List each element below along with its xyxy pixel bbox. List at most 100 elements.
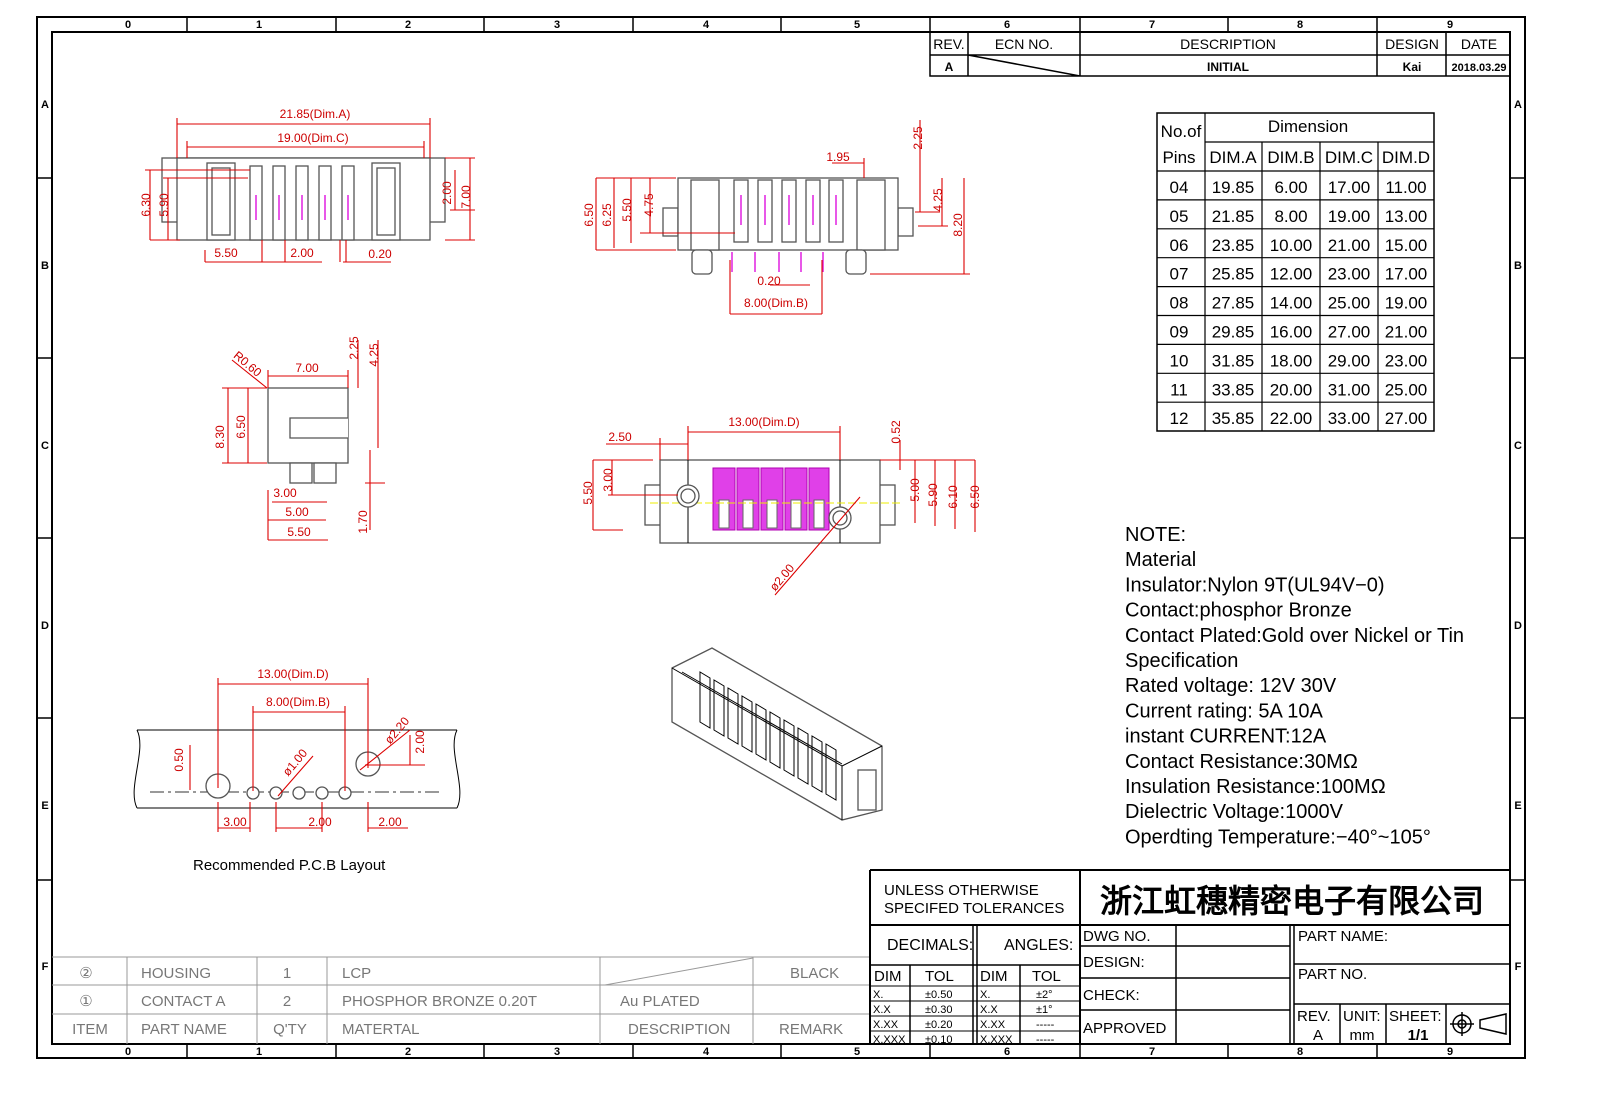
zone-row: E <box>41 800 48 812</box>
note-line: Insulation Resistance:100MΩ <box>1125 776 1386 798</box>
bom-header: ITEM <box>72 1021 108 1038</box>
dim-label: 0.52 <box>889 420 903 444</box>
date-value: 2018.03.29 <box>1451 62 1506 74</box>
dim-cell: 21.00 <box>1385 323 1428 342</box>
bottom-view: 13.00(Dim.D) 2.50 0.52 5.50 3.00 5.00 5.… <box>581 415 982 596</box>
dim-cell: 12.00 <box>1270 265 1313 284</box>
bom-cell: 2 <box>283 993 291 1010</box>
dim-label: 2.00 <box>378 815 402 829</box>
iso-slat <box>783 719 795 777</box>
dim-cell: 19.00 <box>1328 207 1371 226</box>
dim-cell: 10.00 <box>1270 236 1313 255</box>
zone-row: C <box>41 440 49 452</box>
zone-row: A <box>41 99 49 111</box>
ecn-header: ECN NO. <box>995 36 1053 52</box>
col-header: DIM.D <box>1382 148 1430 167</box>
dim-label: 2.25 <box>911 126 925 150</box>
dim-label: 8.00(Dim.B) <box>744 296 808 310</box>
iso-slat <box>755 703 767 761</box>
bom-cell: LCP <box>342 965 371 982</box>
bom-cell: BLACK <box>790 965 839 982</box>
zone-ticks <box>37 17 1525 1058</box>
description-value: INITIAL <box>1207 60 1249 74</box>
rev-value: A <box>945 60 954 74</box>
projection-symbol-icon <box>1450 1012 1507 1036</box>
bom-cell: CONTACT A <box>141 993 225 1010</box>
tol-value: ±0.10 <box>925 1034 952 1046</box>
dim-label: 5.50 <box>214 246 238 260</box>
tol-dim: X.XXX <box>873 1034 906 1046</box>
tol-dim: X. <box>980 989 990 1001</box>
bom-header: DESCRIPTION <box>628 1021 731 1038</box>
dim-cell: 20.00 <box>1270 380 1313 399</box>
pins-cell: 09 <box>1170 323 1189 342</box>
dim-header: DIM <box>980 968 1008 985</box>
zone-col: 2 <box>405 19 411 31</box>
part-no-label: PART NO. <box>1298 966 1367 983</box>
pins-cell: 10 <box>1170 351 1189 370</box>
bom-cell: 1 <box>283 965 291 982</box>
dim-label: 5.90 <box>926 483 940 507</box>
zone-col: 9 <box>1447 1046 1453 1058</box>
rev-value: A <box>1313 1027 1323 1044</box>
zone-col: 2 <box>405 1046 411 1058</box>
tol-value: ±0.30 <box>925 1004 952 1016</box>
dim-cell: 27.00 <box>1385 409 1428 428</box>
dim-cell: 29.85 <box>1212 323 1255 342</box>
dim-cell: 31.85 <box>1212 351 1255 370</box>
dim-cell: 27.00 <box>1328 323 1371 342</box>
zone-col: 9 <box>1447 19 1453 31</box>
pcb-layout-view: 13.00(Dim.D) 8.00(Dim.B) 0.50 ø1.00 ø2.2… <box>133 667 461 874</box>
description-header: DESCRIPTION <box>1180 36 1276 52</box>
pins-header-line1: No.of <box>1161 122 1202 141</box>
dim-label: 5.50 <box>287 525 311 539</box>
zone-row: E <box>1514 800 1521 812</box>
pins-cell: 12 <box>1170 409 1189 428</box>
zone-col: 6 <box>1004 19 1010 31</box>
dim-label: 21.85(Dim.A) <box>280 107 351 121</box>
iso-slat <box>769 711 781 769</box>
dim-label: 13.00(Dim.D) <box>257 667 328 681</box>
dim-label: 13.00(Dim.D) <box>728 415 799 429</box>
sheet-label: SHEET: <box>1389 1008 1442 1025</box>
pins-cell: 05 <box>1170 207 1189 226</box>
zone-col: 3 <box>554 19 560 31</box>
approved-label: APPROVED <box>1083 1020 1167 1037</box>
isometric-view <box>671 647 883 821</box>
dim-label: 6.50 <box>582 203 596 227</box>
iso-slat <box>797 727 809 785</box>
dim-label: 8.30 <box>213 425 227 449</box>
dim-cell: 35.85 <box>1212 409 1255 428</box>
dim-label: 6.50 <box>968 485 982 509</box>
col-header: DIM.B <box>1267 148 1314 167</box>
dim-label: 6.30 <box>139 193 153 217</box>
tol-dim: X.XX <box>980 1019 1006 1031</box>
angles-label: ANGLES: <box>1004 937 1073 954</box>
dim-cell: 33.85 <box>1212 380 1255 399</box>
zone-col: 1 <box>256 1046 262 1058</box>
zone-row: F <box>1515 961 1522 973</box>
title-block: UNLESS OTHERWISE SPECIFED TOLERANCES 浙江虹… <box>869 869 1510 1046</box>
bom-cell: ② <box>79 965 92 982</box>
revision-block: REV. ECN NO. DESCRIPTION DESIGN DATE A I… <box>929 32 1510 77</box>
tol-dim: X.X <box>873 1004 891 1016</box>
dim-cell: 17.00 <box>1385 265 1428 284</box>
dim-cell: 21.00 <box>1328 236 1371 255</box>
iso-slat <box>825 743 837 801</box>
zone-row: F <box>42 961 49 973</box>
tol-value: ±0.20 <box>925 1019 952 1031</box>
bom-header: REMARK <box>779 1021 843 1038</box>
tol-dim: X. <box>873 989 883 1001</box>
note-line: instant CURRENT:12A <box>1125 726 1327 748</box>
dim-cell: 23.00 <box>1385 351 1428 370</box>
dim-label: 1.70 <box>356 510 370 534</box>
design-header: DESIGN <box>1385 36 1439 52</box>
dimension-table: No.of Pins Dimension DIM.A DIM.B DIM.C D… <box>1156 112 1435 432</box>
note-line: Material <box>1125 549 1196 571</box>
note-line: Rated voltage: 12V 30V <box>1125 675 1337 697</box>
dim-label: 5.50 <box>620 198 634 222</box>
dim-cell: 21.85 <box>1212 207 1255 226</box>
date-header: DATE <box>1461 36 1497 52</box>
